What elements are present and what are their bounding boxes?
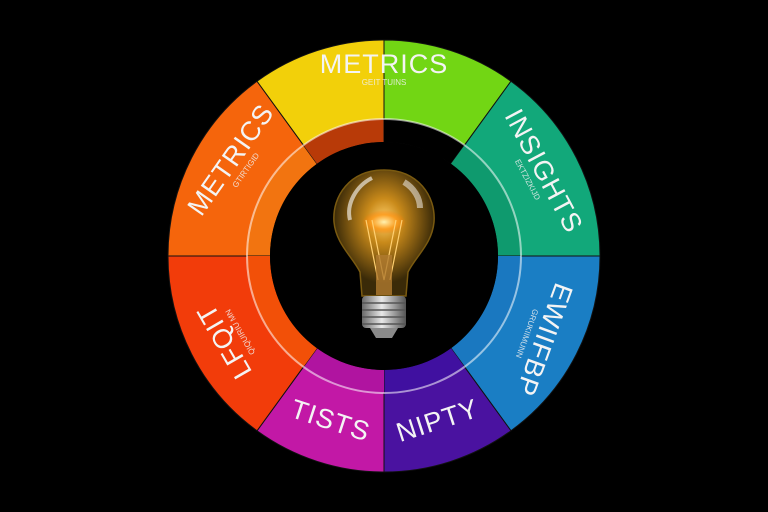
segment-inner-teal (451, 145, 521, 256)
segment-title: METRICS (320, 49, 449, 79)
segment-inner-orange (247, 145, 317, 256)
inner-ring-line (246, 118, 522, 394)
segment-inner-magenta (303, 348, 384, 393)
segment-inner-green (384, 119, 465, 164)
segment-inner-red (247, 256, 317, 367)
segment-subtitle: GEIT TUINS (362, 78, 407, 87)
segment-inner-yellow (303, 119, 384, 164)
segment-inner-blue (451, 256, 521, 367)
light-bulb-icon (333, 169, 435, 338)
segment-inner-purple (384, 348, 465, 393)
